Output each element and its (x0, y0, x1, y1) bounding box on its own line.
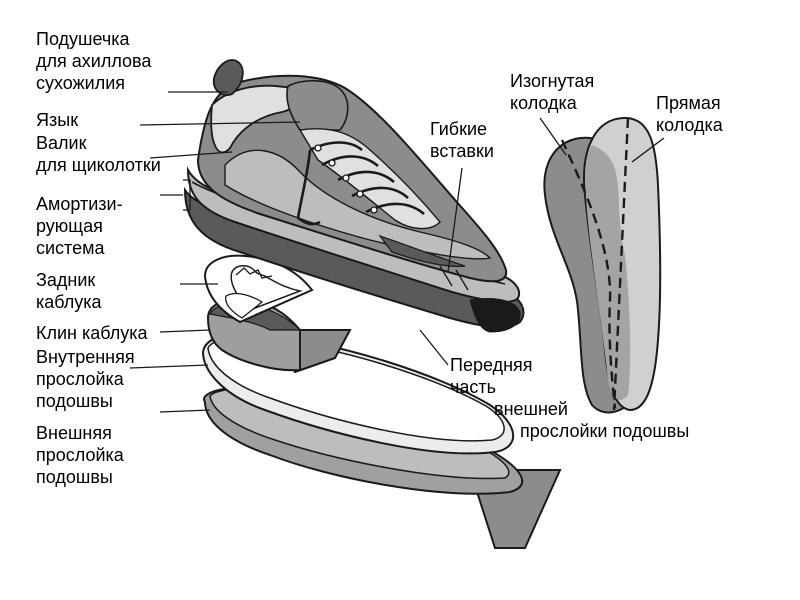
running-shoe-icon (183, 59, 525, 333)
shoe-last-outlines-icon (539, 116, 665, 414)
leader-ankle-collar (149, 151, 233, 159)
shoe-ankle-collar (210, 84, 300, 154)
shoe-tongue (286, 79, 349, 131)
label-flex-grooves: Гибкие вставки (430, 119, 494, 161)
leader-forefoot-outsole (419, 329, 449, 366)
curved-last-axis (560, 139, 617, 409)
leader-outsole (159, 409, 211, 413)
leader-heel-wedge (159, 329, 211, 333)
forefoot-outsole-line: внешней (494, 399, 568, 419)
label-heel-wedge: Клин каблука (36, 323, 148, 343)
leader-flex-grooves (447, 167, 463, 273)
label-cushioning: Амортизи- рующая система (36, 194, 123, 258)
forefoot-outsole-line: Передняя (450, 355, 533, 375)
label-tongue: Язык (36, 110, 79, 130)
heel-counter-notches (235, 267, 273, 279)
shoe-flex-grooves (439, 265, 469, 291)
label-achilles-pad: Подушечка для ахиллова сухожилия (36, 29, 152, 93)
label-heel-counter: Задник каблука (36, 270, 102, 312)
shoe-eyelets (314, 144, 378, 214)
shoe-side-stripe (378, 234, 466, 267)
shoe-laces (296, 141, 425, 226)
label-outsole: Внешняя прослойка подошвы (36, 423, 124, 487)
forefoot-outsole-line: часть (450, 377, 497, 397)
last-overlap (585, 145, 631, 400)
leader-tongue (139, 121, 301, 126)
label-curved-last: Изогнутая колодка (510, 71, 595, 113)
leader-curved-last (539, 117, 567, 156)
label-midsole: Внутренняя прослойка подошвы (36, 347, 135, 411)
straight-last-axis (612, 117, 630, 411)
label-ankle-collar: Валик для щиколотки (36, 133, 161, 175)
cushioning-bracket (183, 179, 191, 211)
leader-straight-last (631, 137, 665, 163)
leader-midsole (129, 364, 209, 369)
forefoot-outsole-line: прослойки подошвы (520, 421, 690, 441)
heel-counter-slot (225, 292, 264, 319)
shoe-toe-cap (469, 298, 521, 333)
label-straight-last: Прямая колодка (656, 93, 723, 135)
leader-lines (129, 91, 463, 413)
shoe-upper-panel (224, 149, 492, 260)
